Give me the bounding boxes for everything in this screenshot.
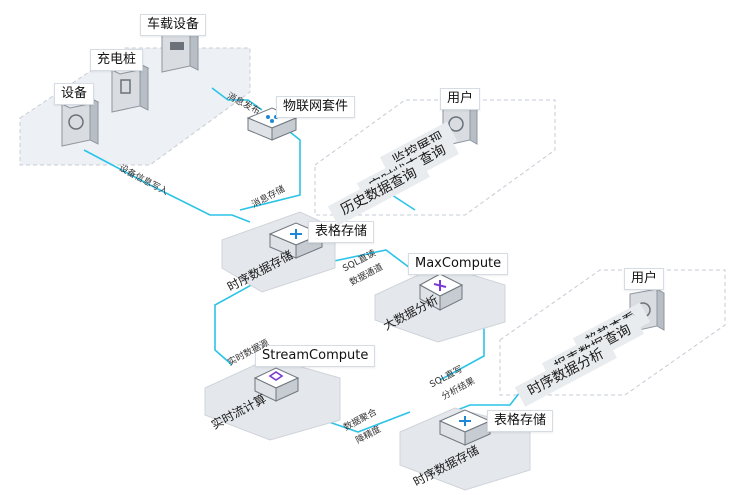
table-store-1-label: 表格存储	[308, 221, 375, 243]
table-store-2-label: 表格存储	[487, 410, 554, 432]
iot-suite-label: 物联网套件	[276, 96, 356, 118]
maxcompute-label: MaxCompute	[408, 253, 509, 275]
generic-device-box	[60, 97, 100, 147]
streamcompute-icon	[253, 367, 300, 402]
table-store-2-icon	[438, 409, 492, 446]
device-label: 设备	[54, 83, 95, 105]
maxcompute-icon	[418, 273, 464, 311]
charger-device-box	[110, 63, 150, 113]
vehicle-device-label: 车载设备	[140, 14, 207, 36]
user-bottom-label: 用户	[624, 268, 665, 290]
user-top-label: 用户	[440, 88, 481, 110]
charger-label: 充电桩	[90, 49, 144, 71]
streamcompute-label: StreamCompute	[255, 345, 376, 367]
